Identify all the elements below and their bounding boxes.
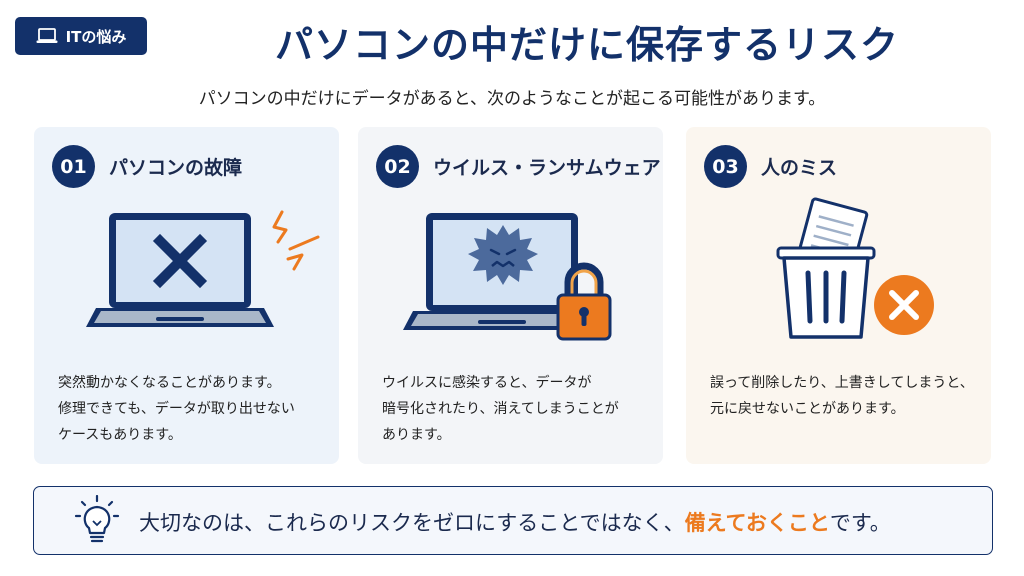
message-text-before: 大切なのは、これらのリスクをゼロにすることではなく、 xyxy=(139,511,685,535)
card-text-line: ウイルスに感染すると、データが xyxy=(382,375,592,391)
page-subtitle: パソコンの中だけにデータがあると、次のようなことが起こる可能性があります。 xyxy=(198,89,826,109)
laptop-icon xyxy=(36,28,58,43)
key-message-box: 大切なのは、これらのリスクをゼロにすることではなく、備えておくことです。 xyxy=(33,486,993,555)
card-description: ウイルスに感染すると、データが 暗号化されたり、消えてしまうことが あります。 xyxy=(382,370,649,448)
broken-laptop-icon xyxy=(86,210,320,327)
card-title: 人のミス xyxy=(761,157,838,179)
card-text-line: 暗号化されたり、消えてしまうことが xyxy=(382,401,619,417)
card-description: 誤って削除したり、上書きしてしまうと、 元に戻せないことがあります。 xyxy=(710,370,977,422)
card-text-line: 突然動かなくなることがあります。 xyxy=(58,375,281,391)
card-number: 01 xyxy=(52,145,95,188)
card-text-line: 修理できても、データが取り出せない xyxy=(58,401,295,417)
risk-card-human-error: 03 人のミス 誤って削除したり、上書きしてしまうと、 元に戻せないことがありま… xyxy=(686,127,991,464)
page-title: パソコンの中だけに保存するリスク xyxy=(274,23,899,67)
message-text-after: です。 xyxy=(829,511,891,535)
message-highlight: 備えておくこと xyxy=(684,511,830,535)
badge-label: ITの悩み xyxy=(65,27,127,46)
trash-delete-icon xyxy=(776,197,934,339)
virus-laptop-lock-icon xyxy=(403,213,612,341)
lightbulb-icon xyxy=(74,495,120,543)
card-text-line: あります。 xyxy=(382,427,451,443)
category-badge: ITの悩み xyxy=(15,17,147,55)
risk-card-hardware-failure: 01 パソコンの故障 突然動かなくなることがあります。 修理できても、データが取… xyxy=(34,127,339,464)
risk-card-virus-ransomware: 02 ウイルス・ランサムウェア ウイルスに感染すると、データが 暗号化されたり、… xyxy=(358,127,663,464)
card-description: 突然動かなくなることがあります。 修理できても、データが取り出せない ケースもあ… xyxy=(58,370,325,448)
card-title: パソコンの故障 xyxy=(109,157,243,179)
key-message-text: 大切なのは、これらのリスクをゼロにすることではなく、備えておくことです。 xyxy=(139,507,891,537)
card-text-line: ケースもあります。 xyxy=(58,427,182,443)
card-title: ウイルス・ランサムウェア xyxy=(433,157,661,179)
card-number: 02 xyxy=(376,145,419,188)
card-text-line: 誤って削除したり、上書きしてしまうと、 xyxy=(710,375,974,391)
card-text-line: 元に戻せないことがあります。 xyxy=(710,401,905,417)
card-number: 03 xyxy=(704,145,747,188)
